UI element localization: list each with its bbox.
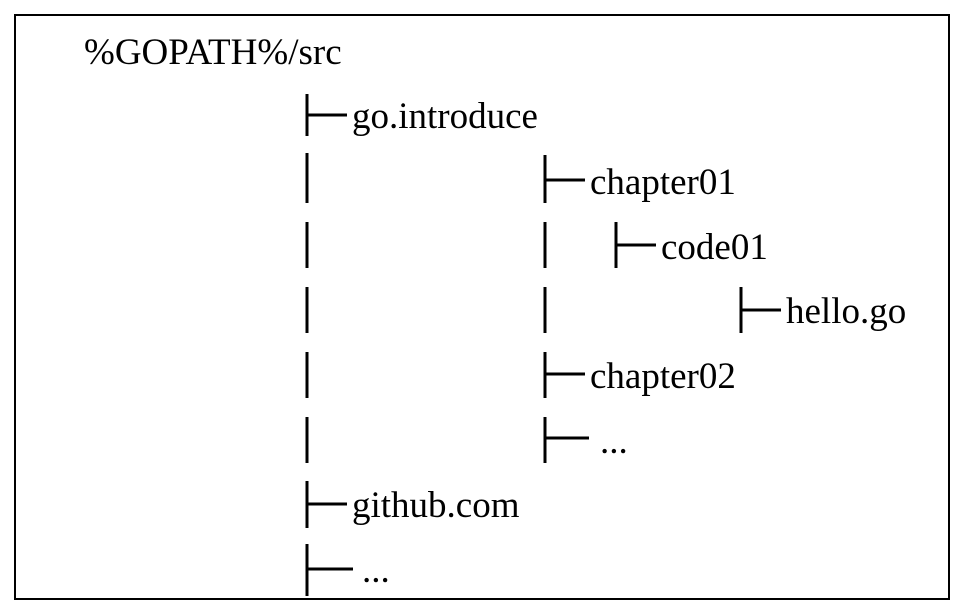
tree-root-label: %GOPATH%/src bbox=[84, 32, 342, 73]
tree-node-go-introduce: go.introduce bbox=[352, 96, 538, 137]
tree-node-github-com: github.com bbox=[352, 485, 520, 526]
tree-node-chapter01: chapter01 bbox=[590, 162, 736, 203]
tree-node-chapter-ellipsis: ... bbox=[600, 421, 628, 462]
tree-node-hello-go: hello.go bbox=[786, 291, 907, 332]
tree-node-chapter02: chapter02 bbox=[590, 356, 736, 397]
tree-node-src-ellipsis: ... bbox=[362, 550, 390, 591]
diagram-frame bbox=[14, 14, 950, 600]
tree-node-code01: code01 bbox=[661, 227, 768, 268]
